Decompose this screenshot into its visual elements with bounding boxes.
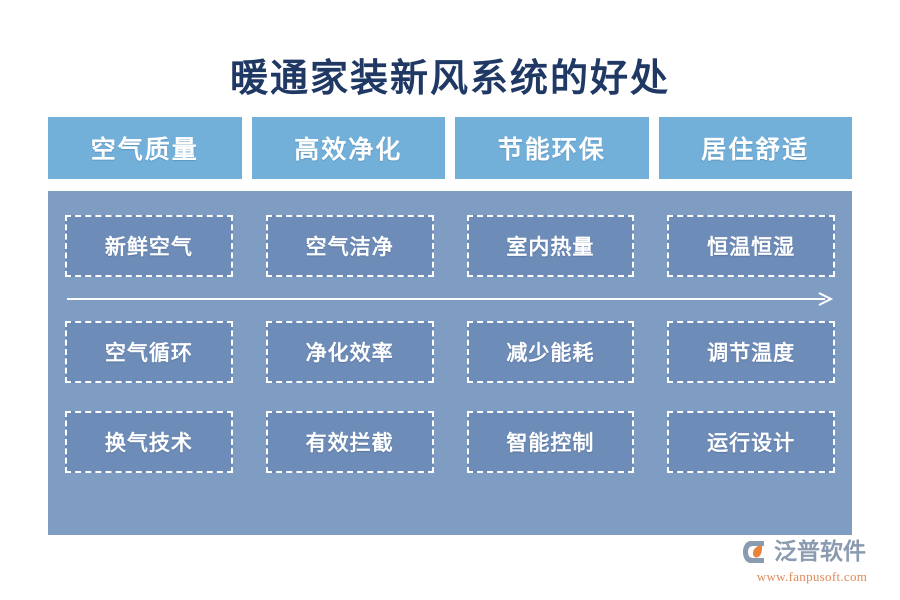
content-cell-label: 运行设计 — [707, 431, 796, 455]
brand-logo-top: 泛普软件 — [742, 536, 882, 568]
content-cell[interactable]: 净化效率 — [265, 321, 434, 383]
header-tab-4[interactable]: 居住舒适 — [658, 117, 852, 179]
content-row-2: 空气循环 净化效率 减少能耗 调节温度 — [65, 321, 835, 383]
content-cell[interactable]: 换气技术 — [65, 411, 233, 473]
content-cell-label: 空气洁净 — [305, 235, 394, 259]
content-cell-label: 空气循环 — [104, 341, 193, 365]
content-cell-label: 恒温恒湿 — [707, 235, 796, 259]
flow-arrow-divider — [65, 277, 835, 321]
content-row-1: 新鲜空气 空气洁净 室内热量 恒温恒湿 — [65, 215, 835, 277]
content-cell[interactable]: 新鲜空气 — [65, 215, 233, 277]
content-cell-label: 有效拦截 — [305, 431, 394, 455]
fanpu-leaf-icon — [743, 541, 764, 563]
page-title: 暖通家装新风系统的好处 — [229, 58, 670, 100]
content-cell-label: 新鲜空气 — [104, 235, 193, 259]
content-cell[interactable]: 有效拦截 — [265, 411, 434, 473]
content-cell[interactable]: 减少能耗 — [466, 321, 635, 383]
content-cell[interactable]: 室内热量 — [466, 215, 635, 277]
header-tab-label: 高效净化 — [294, 137, 403, 164]
content-cell[interactable]: 智能控制 — [466, 411, 635, 473]
content-panel: 新鲜空气 空气洁净 室内热量 恒温恒湿 空气循环 净 — [48, 191, 852, 535]
content-cell[interactable]: 空气循环 — [65, 321, 233, 383]
header-tab-label: 节能环保 — [497, 137, 606, 164]
content-cell-label: 智能控制 — [506, 431, 595, 455]
right-arrow-icon — [67, 292, 833, 306]
content-cell-label: 室内热量 — [506, 235, 595, 259]
content-cell[interactable]: 运行设计 — [667, 411, 835, 473]
header-tab-1[interactable]: 空气质量 — [48, 117, 242, 179]
category-header-row: 空气质量 高效净化 节能环保 居住舒适 — [48, 117, 852, 179]
content-cell-label: 调节温度 — [707, 341, 796, 365]
content-row-3: 换气技术 有效拦截 智能控制 运行设计 — [65, 411, 835, 473]
content-cell[interactable]: 恒温恒湿 — [667, 215, 835, 277]
header-tab-3[interactable]: 节能环保 — [455, 117, 649, 179]
header-tab-label: 居住舒适 — [701, 137, 810, 164]
brand-name: 泛普软件 — [774, 539, 866, 564]
content-cell[interactable]: 空气洁净 — [265, 215, 434, 277]
content-cell-label: 净化效率 — [305, 341, 394, 365]
content-cell-label: 减少能耗 — [506, 341, 595, 365]
brand-url: www.fanpusoft.com — [756, 569, 868, 584]
row-spacer — [65, 383, 835, 411]
brand-logo: 泛普软件 www.fanpusoft.com — [742, 536, 882, 588]
header-tab-2[interactable]: 高效净化 — [251, 117, 445, 179]
header-tab-label: 空气质量 — [90, 137, 199, 164]
content-cell-label: 换气技术 — [104, 431, 193, 455]
content-cell[interactable]: 调节温度 — [667, 321, 835, 383]
